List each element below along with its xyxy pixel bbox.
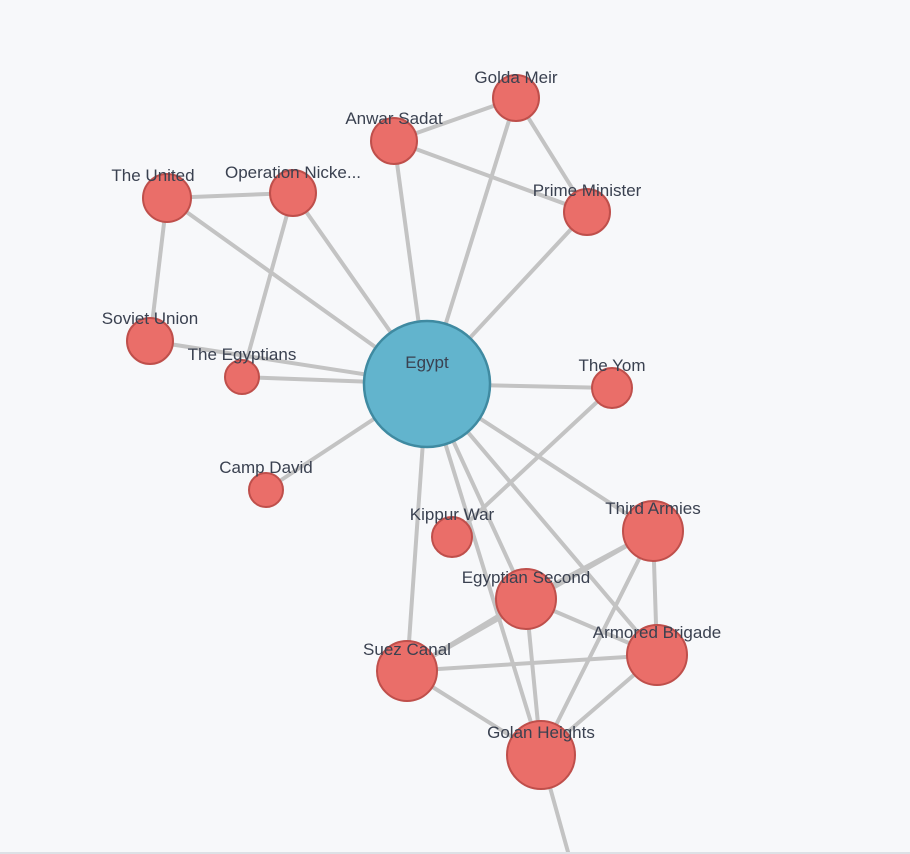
node-soviet[interactable] <box>126 317 174 365</box>
node-label-soviet: Soviet Union <box>102 309 198 328</box>
node-golan[interactable] <box>506 720 576 790</box>
node-kippur[interactable] <box>431 516 473 558</box>
node-label-golda: Golda Meir <box>474 68 557 87</box>
edge-yom-kippur <box>450 386 614 539</box>
edge-third-golan <box>539 529 655 757</box>
node-label-nickel: Operation Nicke... <box>225 163 361 182</box>
node-sadat[interactable] <box>370 117 418 165</box>
node-label-egypt: Egypt <box>405 353 449 372</box>
node-armored[interactable] <box>626 624 688 686</box>
node-label-egyptians: The Egyptians <box>188 345 297 364</box>
node-label-third: Third Armies <box>605 499 700 518</box>
edge-suez-armored <box>405 653 659 673</box>
node-egypt[interactable] <box>362 319 492 449</box>
node-label-armored: Armored Brigade <box>593 623 722 642</box>
node-campdavid[interactable] <box>248 472 284 508</box>
node-suez[interactable] <box>376 640 438 702</box>
edge-egypt-golan <box>425 382 543 757</box>
node-label-suez: Suez Canal <box>363 640 451 659</box>
node-yom[interactable] <box>591 367 633 409</box>
node-label-sadat: Anwar Sadat <box>345 109 443 128</box>
edge-nickel-egyptians <box>240 191 295 379</box>
node-third[interactable] <box>622 500 684 562</box>
node-label-yom: The Yom <box>578 356 645 375</box>
node-prime[interactable] <box>563 188 611 236</box>
node-label-prime: Prime Minister <box>533 181 642 200</box>
node-label-golan: Golan Heights <box>487 723 595 742</box>
node-egyptians[interactable] <box>224 359 260 395</box>
node-label-kippur: Kippur War <box>410 505 495 524</box>
node-label-campdavid: Camp David <box>219 458 313 477</box>
edge-sadat-prime <box>392 139 589 214</box>
node-nickel[interactable] <box>269 169 317 217</box>
node-united[interactable] <box>142 173 192 223</box>
node-label-united: The United <box>111 166 194 185</box>
node-golda[interactable] <box>492 74 540 122</box>
node-second[interactable] <box>495 568 557 630</box>
node-label-second: Egyptian Second <box>462 568 591 587</box>
node-layer <box>126 74 688 790</box>
